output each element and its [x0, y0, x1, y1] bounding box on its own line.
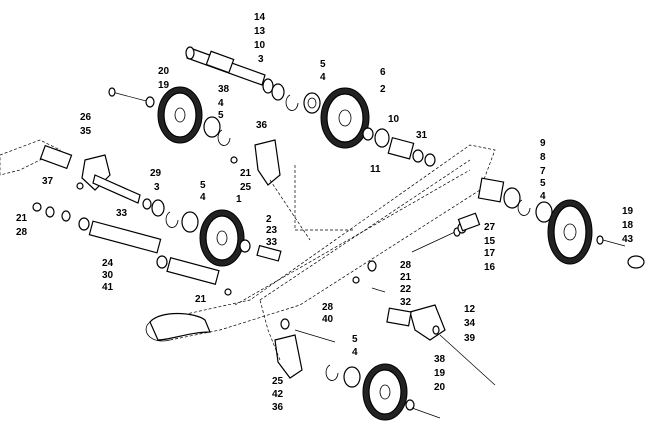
callout-label: 23 — [266, 225, 278, 236]
callout-label: 15 — [484, 236, 496, 247]
idler-wheel-6 — [320, 87, 370, 149]
callout-label: 2 — [266, 214, 272, 225]
callout-label: 30 — [102, 270, 114, 281]
callout-label: 21 — [240, 168, 252, 179]
callout-label: 28 — [400, 260, 412, 271]
callout-label: 1 — [236, 194, 242, 205]
callout-label: 40 — [322, 314, 334, 325]
pivot-arm — [39, 144, 141, 204]
callout-label: 41 — [102, 282, 114, 293]
callout-label: 19 — [434, 368, 446, 379]
callout-label: 33 — [266, 237, 278, 248]
mount-bracket-12 — [386, 304, 446, 341]
callout-label: 37 — [42, 176, 54, 187]
callout-label: 5 — [540, 178, 546, 189]
callout-label: 21 — [400, 272, 412, 283]
mount-bracket-upper — [230, 139, 281, 186]
callout-label: 36 — [256, 120, 268, 131]
callout-label: 4 — [352, 347, 358, 358]
callout-label: 25 — [272, 376, 284, 387]
mount-bracket-lower — [274, 334, 303, 379]
rear-bolt — [596, 235, 645, 269]
upper-axle — [185, 46, 266, 86]
callout-label: 4 — [540, 191, 546, 202]
callout-label: 20 — [158, 66, 170, 77]
callout-label: 22 — [400, 284, 412, 295]
callout-label: 4 — [320, 72, 326, 83]
callout-label: 43 — [622, 234, 634, 245]
spacer-group — [362, 127, 436, 167]
callout-label: 19 — [622, 206, 634, 217]
lower-shafts — [32, 202, 232, 296]
callout-label: 5 — [352, 334, 358, 345]
callout-label: 3 — [154, 182, 160, 193]
front-loop — [149, 312, 211, 341]
callout-label: 32 — [400, 297, 412, 308]
idler-wheel-38-lower — [325, 363, 441, 421]
callout-labels: 14 13 10 3 5 4 6 2 20 19 38 4 5 36 10 31… — [16, 12, 634, 413]
suspension-rail — [145, 144, 496, 342]
side-bolt — [411, 212, 481, 253]
callout-label: 20 — [434, 382, 446, 393]
callout-label: 4 — [200, 192, 206, 203]
callout-label: 7 — [540, 166, 546, 177]
upper-left-bolt — [108, 87, 155, 108]
callout-label: 5 — [200, 180, 206, 191]
callout-label: 24 — [102, 258, 114, 269]
callout-label: 39 — [464, 333, 476, 344]
callout-label: 10 — [388, 114, 400, 125]
callout-label: 33 — [116, 208, 128, 219]
callout-label: 14 — [254, 12, 266, 23]
middle-hardware — [280, 260, 496, 386]
callout-label: 34 — [464, 318, 476, 329]
idler-wheel-1 — [199, 209, 282, 267]
callout-label: 26 — [80, 112, 92, 123]
callout-label: 28 — [322, 302, 334, 313]
callout-label: 38 — [218, 84, 230, 95]
callout-label: 31 — [416, 130, 428, 141]
callout-label: 5 — [320, 59, 326, 70]
rail-stub — [0, 139, 61, 176]
callout-label: 16 — [484, 262, 496, 273]
callout-label: 27 — [484, 222, 496, 233]
callout-label: 9 — [540, 138, 546, 149]
callout-label: 3 — [258, 54, 264, 65]
callout-label: 42 — [272, 389, 284, 400]
callout-label: 19 — [158, 80, 170, 91]
callout-label: 8 — [540, 152, 546, 163]
callout-label: 10 — [254, 40, 266, 51]
callout-label: 13 — [254, 26, 266, 37]
callout-label: 28 — [16, 227, 28, 238]
callout-label: 21 — [195, 294, 207, 305]
callout-label: 5 — [218, 110, 224, 121]
callout-label: 12 — [464, 304, 476, 315]
callout-label: 4 — [218, 98, 224, 109]
assembly-lines — [259, 165, 355, 361]
callout-label: 2 — [380, 84, 386, 95]
callout-label: 25 — [240, 182, 252, 193]
idler-wheel-38-upper — [157, 86, 231, 146]
callout-label: 17 — [484, 248, 496, 259]
callout-label: 35 — [80, 126, 92, 137]
callout-label: 36 — [272, 402, 284, 413]
callout-label: 18 — [622, 220, 634, 231]
lower-bearing-stack — [142, 198, 199, 233]
callout-label: 29 — [150, 168, 162, 179]
callout-label: 6 — [380, 67, 386, 78]
rear-wheel-group — [477, 177, 593, 265]
callout-label: 11 — [370, 164, 381, 175]
upper-bearing-stack — [262, 78, 321, 114]
callout-label: 21 — [16, 213, 28, 224]
callout-label: 38 — [434, 354, 446, 365]
